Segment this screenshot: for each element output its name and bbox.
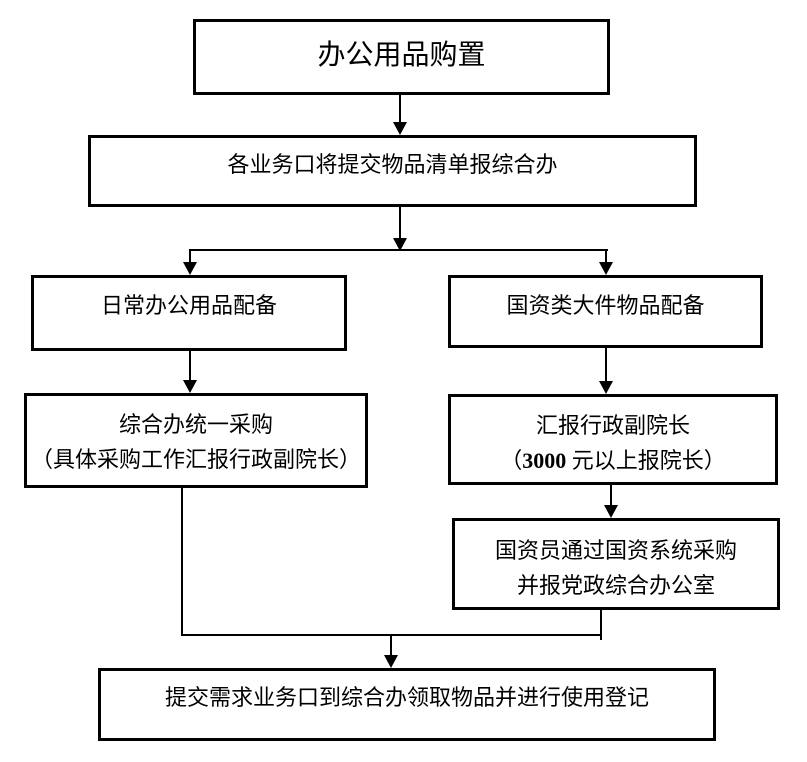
- connector-submit-to-branch: [399, 207, 401, 239]
- node-report-line2-suffix: 元以上报院长）: [566, 448, 726, 473]
- flowchart-node-state-assets: 国资类大件物品配备: [448, 275, 763, 348]
- connector-report-to-asset: [610, 485, 612, 506]
- arrowhead-branch-to-daily: [183, 262, 197, 275]
- node-purchase-line1: 综合办统一采购: [118, 412, 273, 437]
- arrowhead-report-to-asset: [604, 505, 618, 518]
- connector-start-to-submit: [399, 95, 401, 123]
- connector-merge-to-final: [390, 636, 392, 656]
- connector-purchase-down-to-merge: [181, 488, 183, 636]
- node-report-line2-amount: 3000: [522, 448, 567, 473]
- node-report-line2: （3000 元以上报院长）: [500, 443, 726, 478]
- node-report-line2-prefix: （: [500, 448, 523, 473]
- connector-merge-horizontal: [181, 634, 602, 636]
- node-state-label: 国资类大件物品配备: [506, 293, 705, 318]
- node-start-label: 办公用品购置: [317, 40, 486, 71]
- arrowhead-daily-to-purchase: [183, 380, 197, 393]
- node-asset-line1: 国资员通过国资系统采购: [494, 538, 737, 563]
- arrowhead-merge-to-final: [384, 655, 398, 668]
- arrowhead-state-to-report: [599, 381, 613, 394]
- flowchart-node-unified-purchase: 综合办统一采购 （具体采购工作汇报行政副院长）: [24, 393, 368, 488]
- connector-branch-to-daily: [189, 251, 191, 263]
- flowchart-node-submit-list: 各业务口将提交物品清单报综合办: [88, 135, 697, 207]
- node-asset-line2: 并报党政综合办公室: [516, 573, 715, 598]
- arrowhead-branch-to-state: [599, 262, 613, 275]
- arrowhead-start-to-submit: [393, 122, 407, 135]
- flowchart-node-collect-register: 提交需求业务口到综合办领取物品并进行使用登记: [98, 668, 716, 741]
- connector-branch-to-state: [605, 251, 607, 263]
- flowchart-node-daily-supplies: 日常办公用品配备: [31, 275, 347, 351]
- connector-daily-to-purchase: [189, 351, 191, 381]
- flowchart-node-asset-system-purchase: 国资员通过国资系统采购 并报党政综合办公室: [452, 518, 780, 610]
- node-purchase-line2: （具体采购工作汇报行政副院长）: [30, 447, 361, 472]
- flowchart-node-start: 办公用品购置: [193, 19, 610, 95]
- node-report-line1: 汇报行政副院长: [535, 413, 690, 438]
- connector-state-to-report: [605, 348, 607, 382]
- node-submit-label: 各业务口将提交物品清单报综合办: [227, 152, 558, 177]
- node-daily-label: 日常办公用品配备: [100, 293, 277, 318]
- arrowhead-submit-to-branch: [393, 238, 407, 251]
- flowchart-node-report-vice-president: 汇报行政副院长 （3000 元以上报院长）: [448, 394, 778, 485]
- node-final-label: 提交需求业务口到综合办领取物品并进行使用登记: [164, 685, 649, 710]
- connector-asset-down-to-merge: [600, 610, 602, 640]
- connector-branch-horizontal: [189, 249, 608, 251]
